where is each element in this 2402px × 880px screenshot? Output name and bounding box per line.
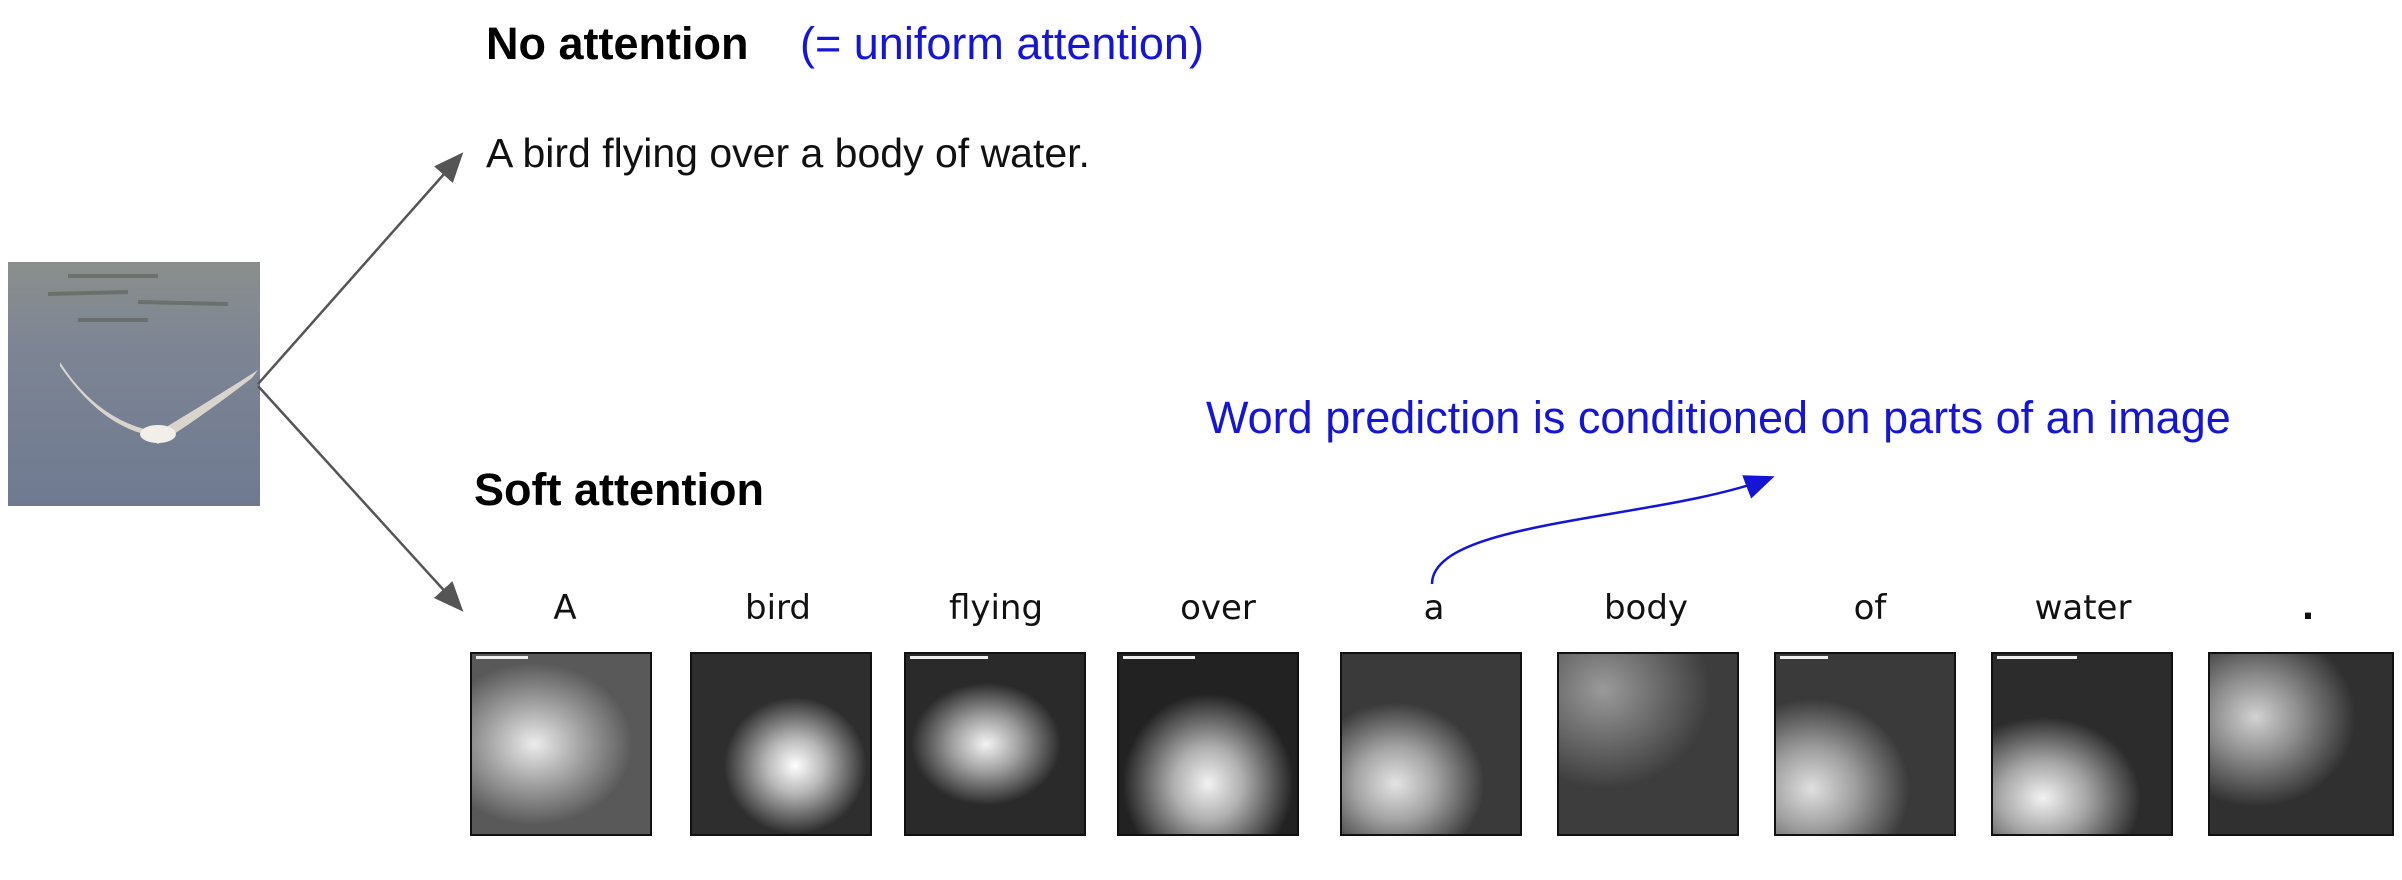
attention-map-thumbnail	[1340, 652, 1522, 836]
attention-map-thumbnail	[904, 652, 1086, 836]
word-label: water	[2034, 588, 2132, 628]
attention-map-thumbnail	[2208, 652, 2394, 836]
soft-attention-title: Soft attention	[474, 464, 764, 515]
attention-map-thumbnail	[1557, 652, 1739, 836]
input-bird-photo	[8, 262, 260, 506]
word-label: a	[1423, 588, 1445, 628]
no-attention-caption: A bird flying over a body of water.	[486, 130, 1090, 176]
uniform-attention-note: (= uniform attention)	[800, 18, 1204, 69]
annotation-curve	[1430, 475, 1775, 585]
annotation-text: Word prediction is conditioned on parts …	[1206, 392, 2231, 443]
word-label: body	[1603, 588, 1689, 628]
word-label: bird	[745, 588, 811, 628]
arrow-to-no-attention	[257, 152, 464, 385]
word-label: A	[553, 588, 577, 628]
attention-map-thumbnail	[1991, 652, 2173, 836]
word-label: over	[1180, 588, 1256, 628]
word-label: of	[1853, 588, 1887, 628]
attention-map-thumbnail	[1117, 652, 1299, 836]
attention-map-thumbnail	[690, 652, 872, 836]
attention-map-thumbnail	[470, 652, 652, 836]
word-label: .	[2301, 588, 2315, 628]
word-label: flying	[948, 588, 1044, 628]
arrow-to-soft-attention	[257, 385, 464, 612]
attention-map-thumbnail	[1774, 652, 1956, 836]
no-attention-title: No attention	[486, 18, 749, 69]
